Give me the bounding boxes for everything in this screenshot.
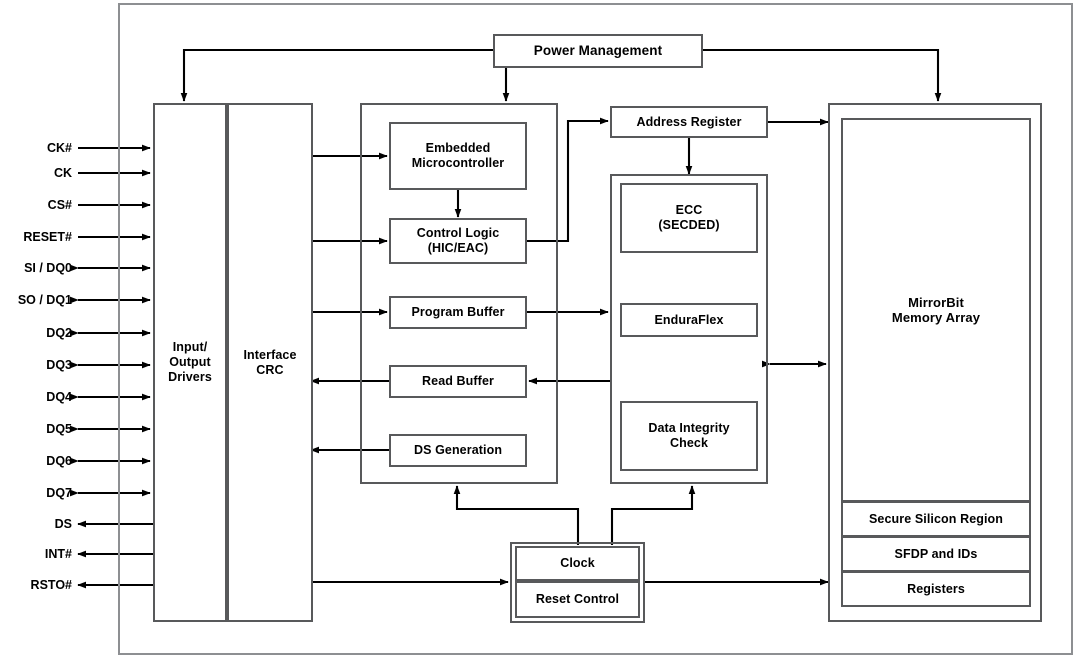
control-logic-label-line2: (HIC/EAC)	[427, 241, 489, 255]
embedded-microcontroller-label-line1: Embedded	[425, 141, 491, 156]
pin-label-ds: DS	[54, 517, 72, 531]
memory-array-label-line1: MirrorBit	[908, 294, 964, 310]
block-enduraflex[interactable]: EnduraFlex	[620, 303, 758, 337]
container-data-path	[610, 174, 768, 484]
block-read-buffer[interactable]: Read Buffer	[389, 365, 527, 398]
interface-crc-label-line1: Interface	[243, 347, 297, 362]
block-address-register[interactable]: Address Register	[610, 106, 768, 138]
block-registers[interactable]: Registers	[841, 571, 1031, 607]
block-control-logic[interactable]: Control Logic (HIC/EAC)	[389, 218, 527, 264]
block-ds-generation[interactable]: DS Generation	[389, 434, 527, 467]
block-data-integrity-check[interactable]: Data Integrity Check	[620, 401, 758, 471]
pin-label-dq7: DQ7	[46, 486, 72, 500]
pin-label-reset-n: RESET#	[23, 230, 72, 244]
io-drivers-label-line2: Output	[169, 355, 211, 370]
pin-label-ck-n: CK#	[46, 141, 72, 155]
io-drivers-label-line3: Drivers	[168, 369, 212, 384]
pin-label-dq5: DQ5	[46, 422, 72, 436]
interface-crc-label-line2: CRC	[256, 362, 284, 377]
memory-array-label-line2: Memory Array	[891, 310, 981, 325]
block-ecc-secded[interactable]: ECC (SECDED)	[620, 183, 758, 253]
block-input-output-drivers[interactable]: Input/ Output Drivers	[153, 103, 227, 622]
pin-label-cs-n: CS#	[47, 198, 72, 212]
block-mirrorbit-memory-array[interactable]: MirrorBit Memory Array	[841, 118, 1031, 502]
pin-label-dq3: DQ3	[46, 358, 72, 372]
block-embedded-microcontroller[interactable]: Embedded Microcontroller	[389, 122, 527, 190]
pin-label-so-dq1: SO / DQ1	[17, 293, 72, 307]
ecc-label-line1: ECC	[675, 203, 703, 218]
block-clock[interactable]: Clock	[515, 546, 640, 581]
pin-label-si-dq0: SI / DQ0	[24, 261, 72, 275]
pin-label-rsto-n: RSTO#	[30, 578, 72, 592]
data-integrity-label-line2: Check	[669, 436, 709, 450]
block-sfdp-and-ids[interactable]: SFDP and IDs	[841, 536, 1031, 572]
container-clock-reset	[510, 542, 645, 623]
block-secure-silicon-region[interactable]: Secure Silicon Region	[841, 501, 1031, 537]
block-interface-crc[interactable]: Interface CRC	[227, 103, 313, 622]
pin-label-ck: CK	[53, 166, 72, 180]
device-boundary-frame	[118, 3, 1073, 655]
pin-label-dq2: DQ2	[46, 326, 72, 340]
io-drivers-label-line1: Input/	[172, 340, 208, 355]
data-integrity-label-line1: Data Integrity	[648, 421, 730, 436]
container-memory	[828, 103, 1042, 622]
pin-label-int-n: INT#	[44, 547, 72, 561]
pin-label-dq6: DQ6	[46, 454, 72, 468]
ecc-label-line2: (SECDED)	[658, 218, 720, 232]
block-reset-control[interactable]: Reset Control	[515, 581, 640, 618]
embedded-microcontroller-label-line2: Microcontroller	[411, 156, 505, 170]
block-program-buffer[interactable]: Program Buffer	[389, 296, 527, 329]
container-core-logic	[360, 103, 558, 484]
pin-label-dq4: DQ4	[46, 390, 72, 404]
block-power-management[interactable]: Power Management	[493, 34, 703, 68]
control-logic-label-line1: Control Logic	[416, 226, 500, 241]
